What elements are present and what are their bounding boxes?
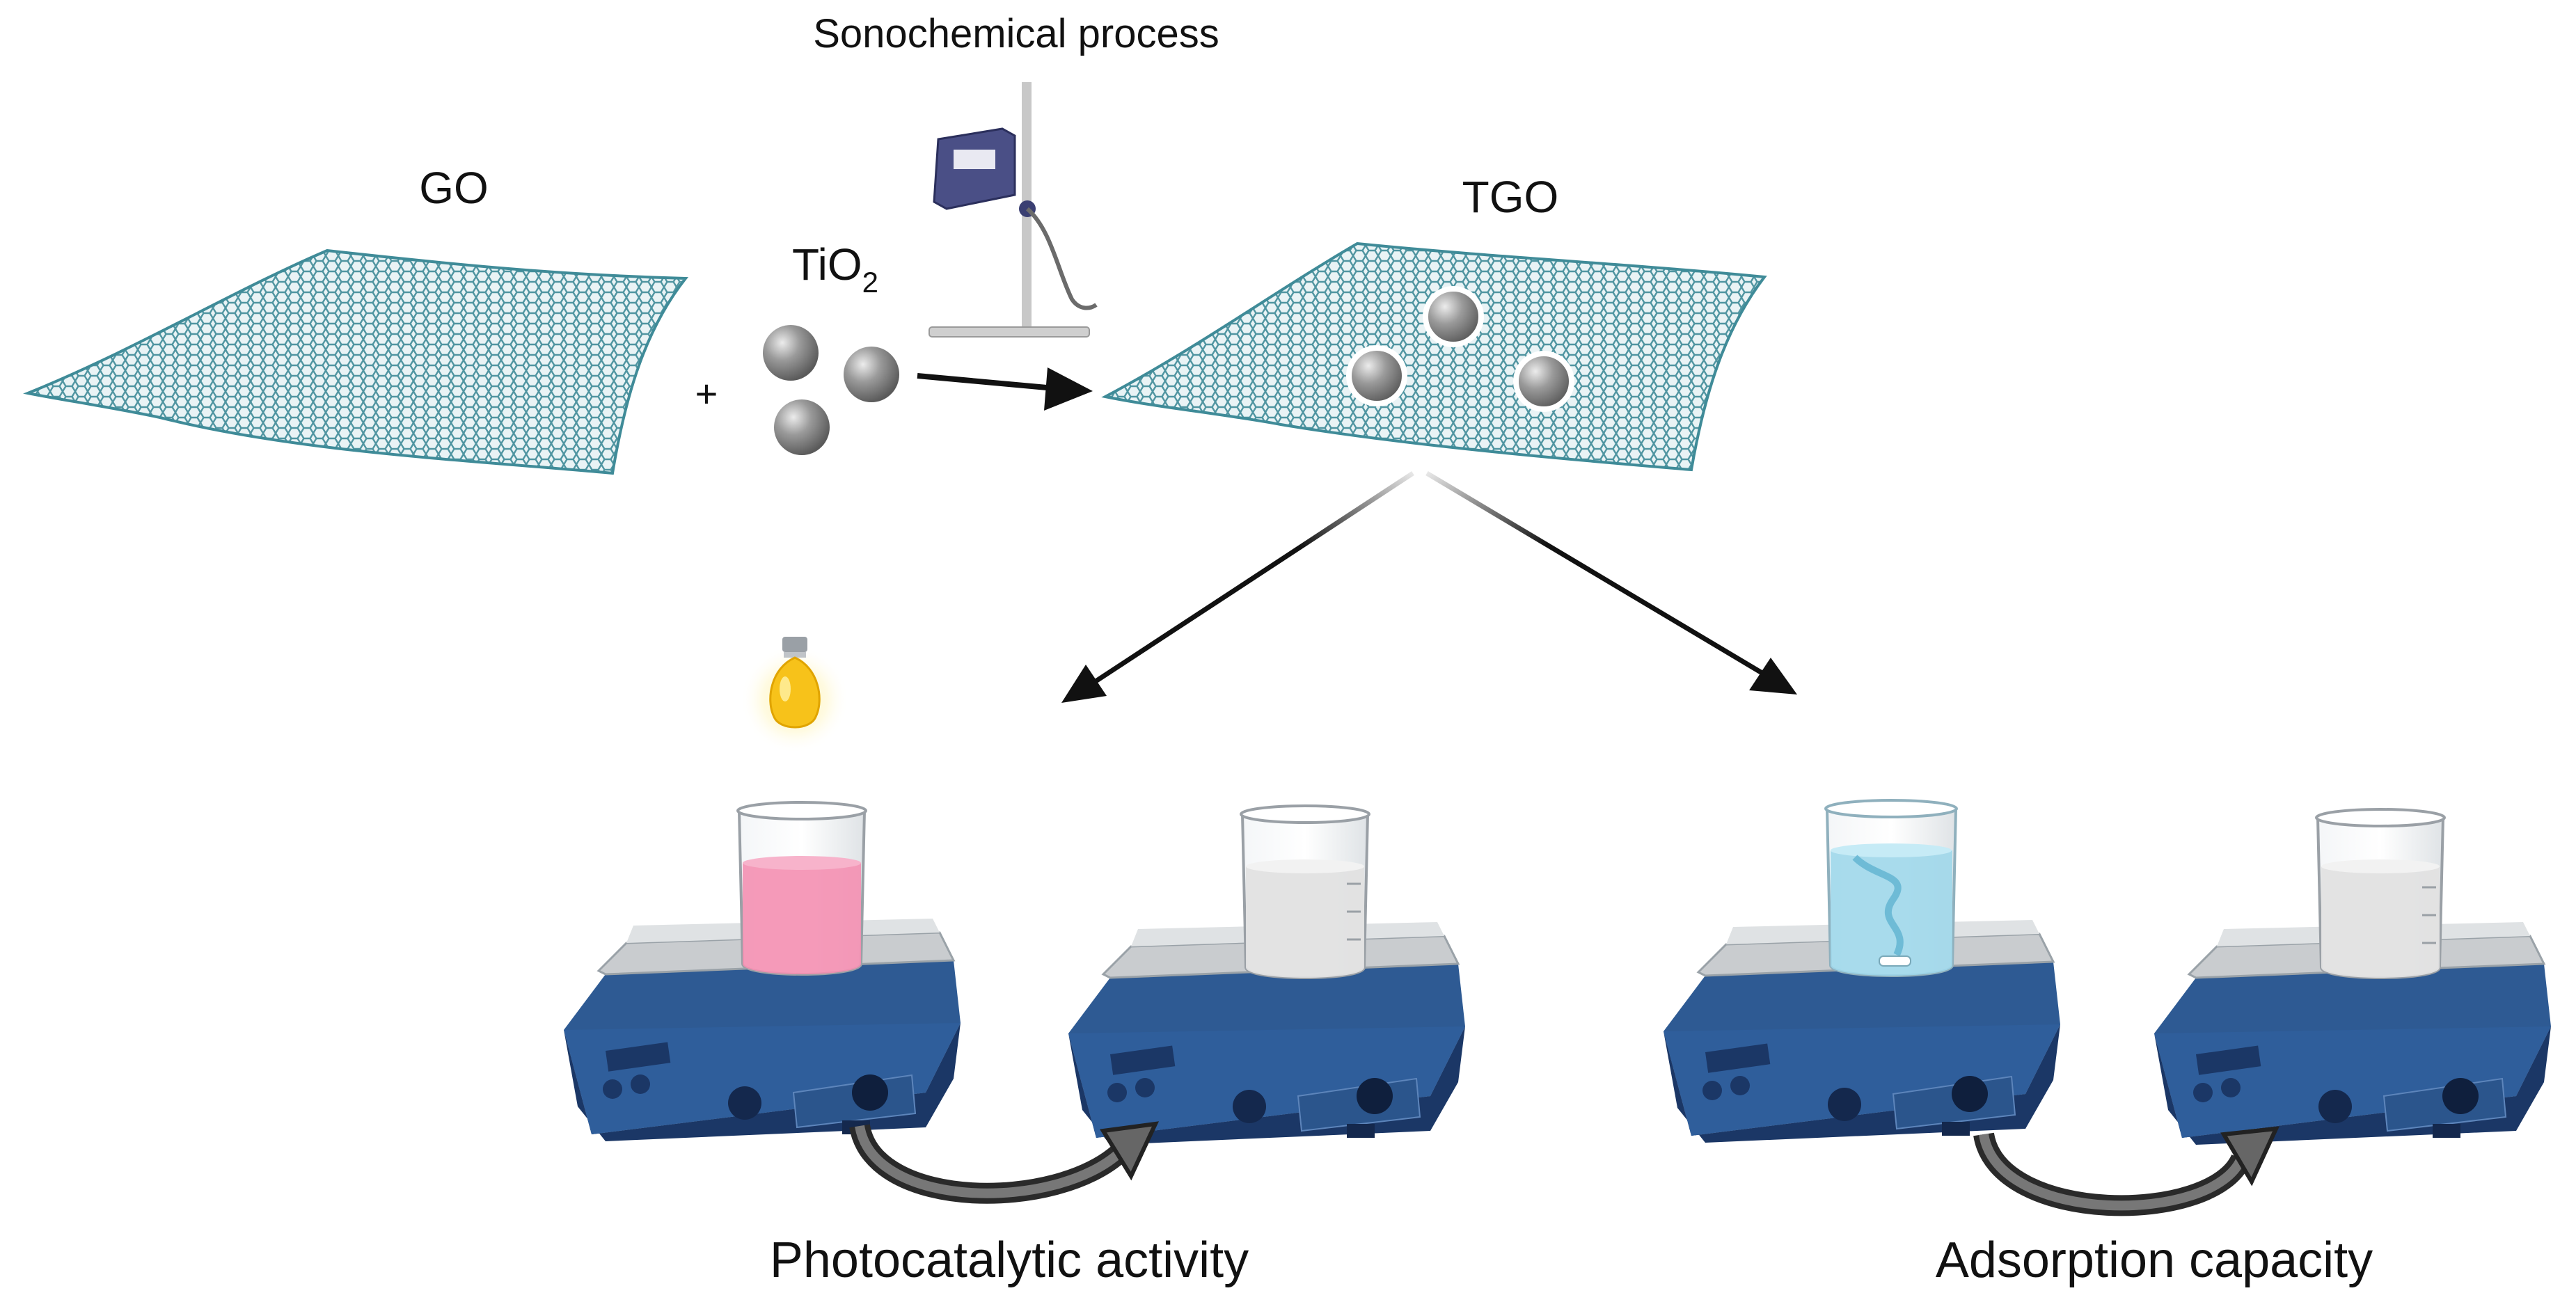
beaker-icon xyxy=(2315,808,2446,979)
tgo-sphere xyxy=(1346,345,1407,406)
tio2-sphere xyxy=(763,325,819,381)
beaker-icon xyxy=(1824,799,1958,977)
branch-arrow-right xyxy=(1425,470,1797,695)
tgo-sphere xyxy=(1513,351,1574,412)
tgo-sheet xyxy=(1101,241,1767,472)
go-sheet xyxy=(23,248,689,475)
tgo-label: TGO xyxy=(1462,172,1559,222)
beaker-icon xyxy=(1240,804,1370,979)
tgo-sphere xyxy=(1423,286,1484,347)
tio2-subscript: 2 xyxy=(862,266,878,299)
magnetic-stirrer-icon xyxy=(1664,920,2060,1143)
process-arrow xyxy=(917,367,1093,411)
branch-arrow-left xyxy=(1061,471,1414,703)
light-bulb-icon xyxy=(741,637,849,754)
adsorption-label: Adsorption capacity xyxy=(1936,1232,2373,1288)
tio2-label: TiO2 xyxy=(792,239,878,299)
tio2-main: TiO xyxy=(792,239,862,289)
plus-sign: + xyxy=(695,372,718,415)
beaker-icon xyxy=(736,801,867,976)
curved-arrow-icon xyxy=(849,1121,1160,1204)
sonicator-icon xyxy=(929,82,1098,338)
tio2-sphere xyxy=(774,399,830,455)
magnetic-stirrer-icon xyxy=(564,919,961,1141)
curved-arrow-icon xyxy=(1973,1126,2279,1216)
go-label: GO xyxy=(419,163,489,213)
sonochemical-label: Sonochemical process xyxy=(813,11,1219,56)
photocatalytic-label: Photocatalytic activity xyxy=(770,1232,1249,1288)
tio2-particles xyxy=(763,325,899,455)
tio2-sphere xyxy=(844,347,899,402)
